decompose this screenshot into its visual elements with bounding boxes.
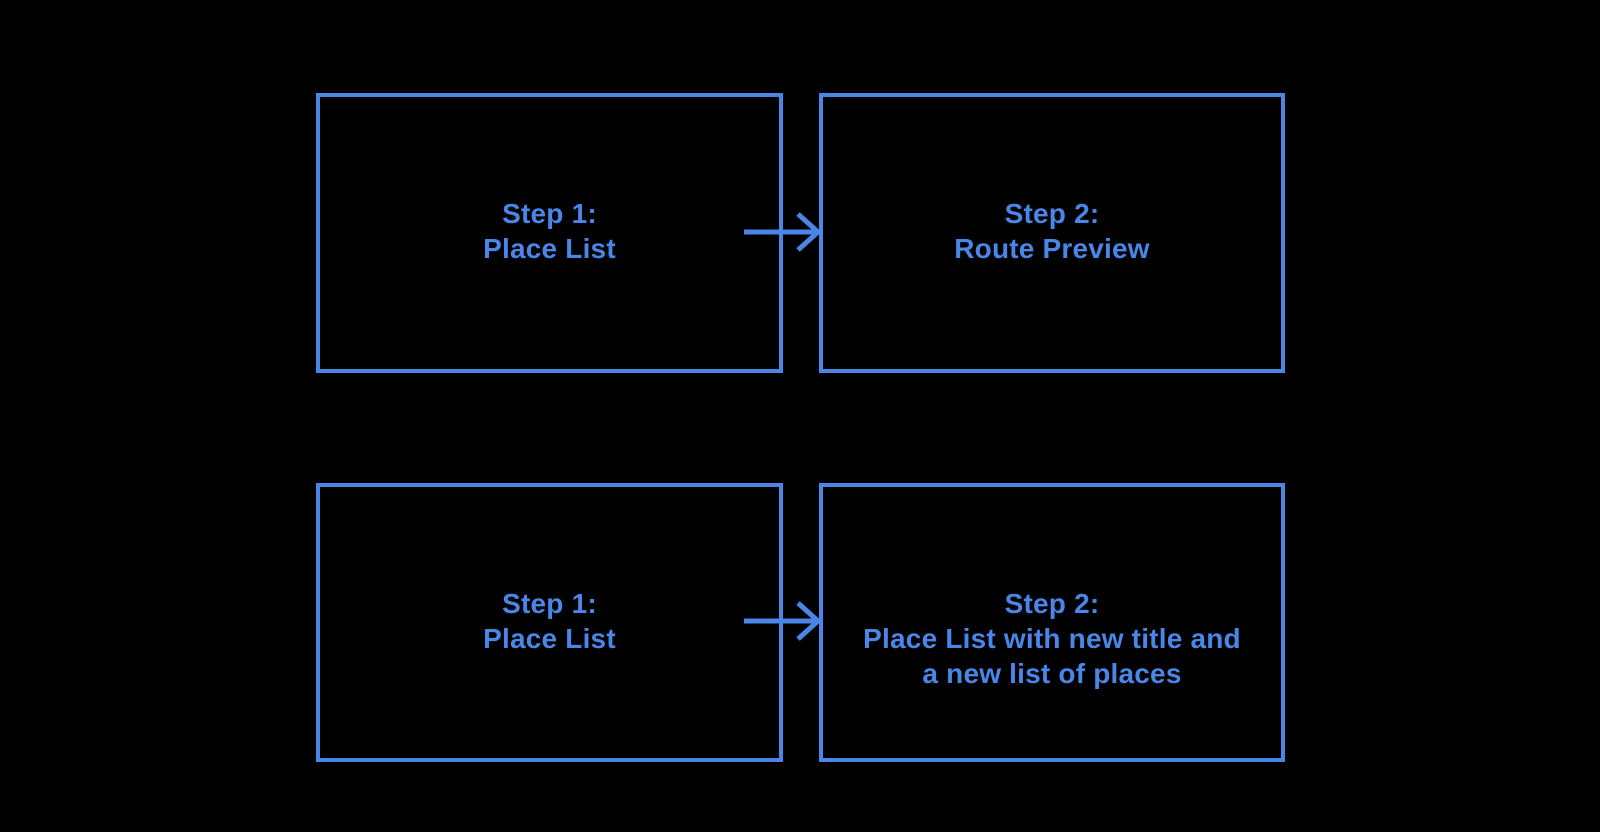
box-label-line: Place List — [483, 623, 616, 654]
arrow-right-icon — [742, 204, 822, 260]
box-label-line: Place List with new title and — [863, 623, 1241, 654]
box-label-line: Step 2: — [1004, 198, 1100, 229]
box-label: Step 2: Place List with new title and a … — [823, 586, 1281, 691]
box-label-line: Step 2: — [1004, 588, 1100, 619]
flow-box-step1-place-list: Step 1: Place List — [316, 93, 783, 373]
box-label-line: Step 1: — [502, 198, 597, 229]
box-label-line: Route Preview — [954, 233, 1150, 264]
box-label: Step 1: Place List — [320, 586, 779, 656]
box-label: Step 2: Route Preview — [823, 196, 1281, 266]
flow-box-step2-route-preview: Step 2: Route Preview — [819, 93, 1285, 373]
box-label-line: a new list of places — [922, 658, 1182, 689]
flow-box-step2-place-list-new: Step 2: Place List with new title and a … — [819, 483, 1285, 762]
flow-box-step1-place-list-2: Step 1: Place List — [316, 483, 783, 762]
box-label: Step 1: Place List — [320, 196, 779, 266]
arrow-right-icon — [742, 593, 822, 649]
box-label-line: Step 1: — [502, 588, 597, 619]
box-label-line: Place List — [483, 233, 616, 264]
